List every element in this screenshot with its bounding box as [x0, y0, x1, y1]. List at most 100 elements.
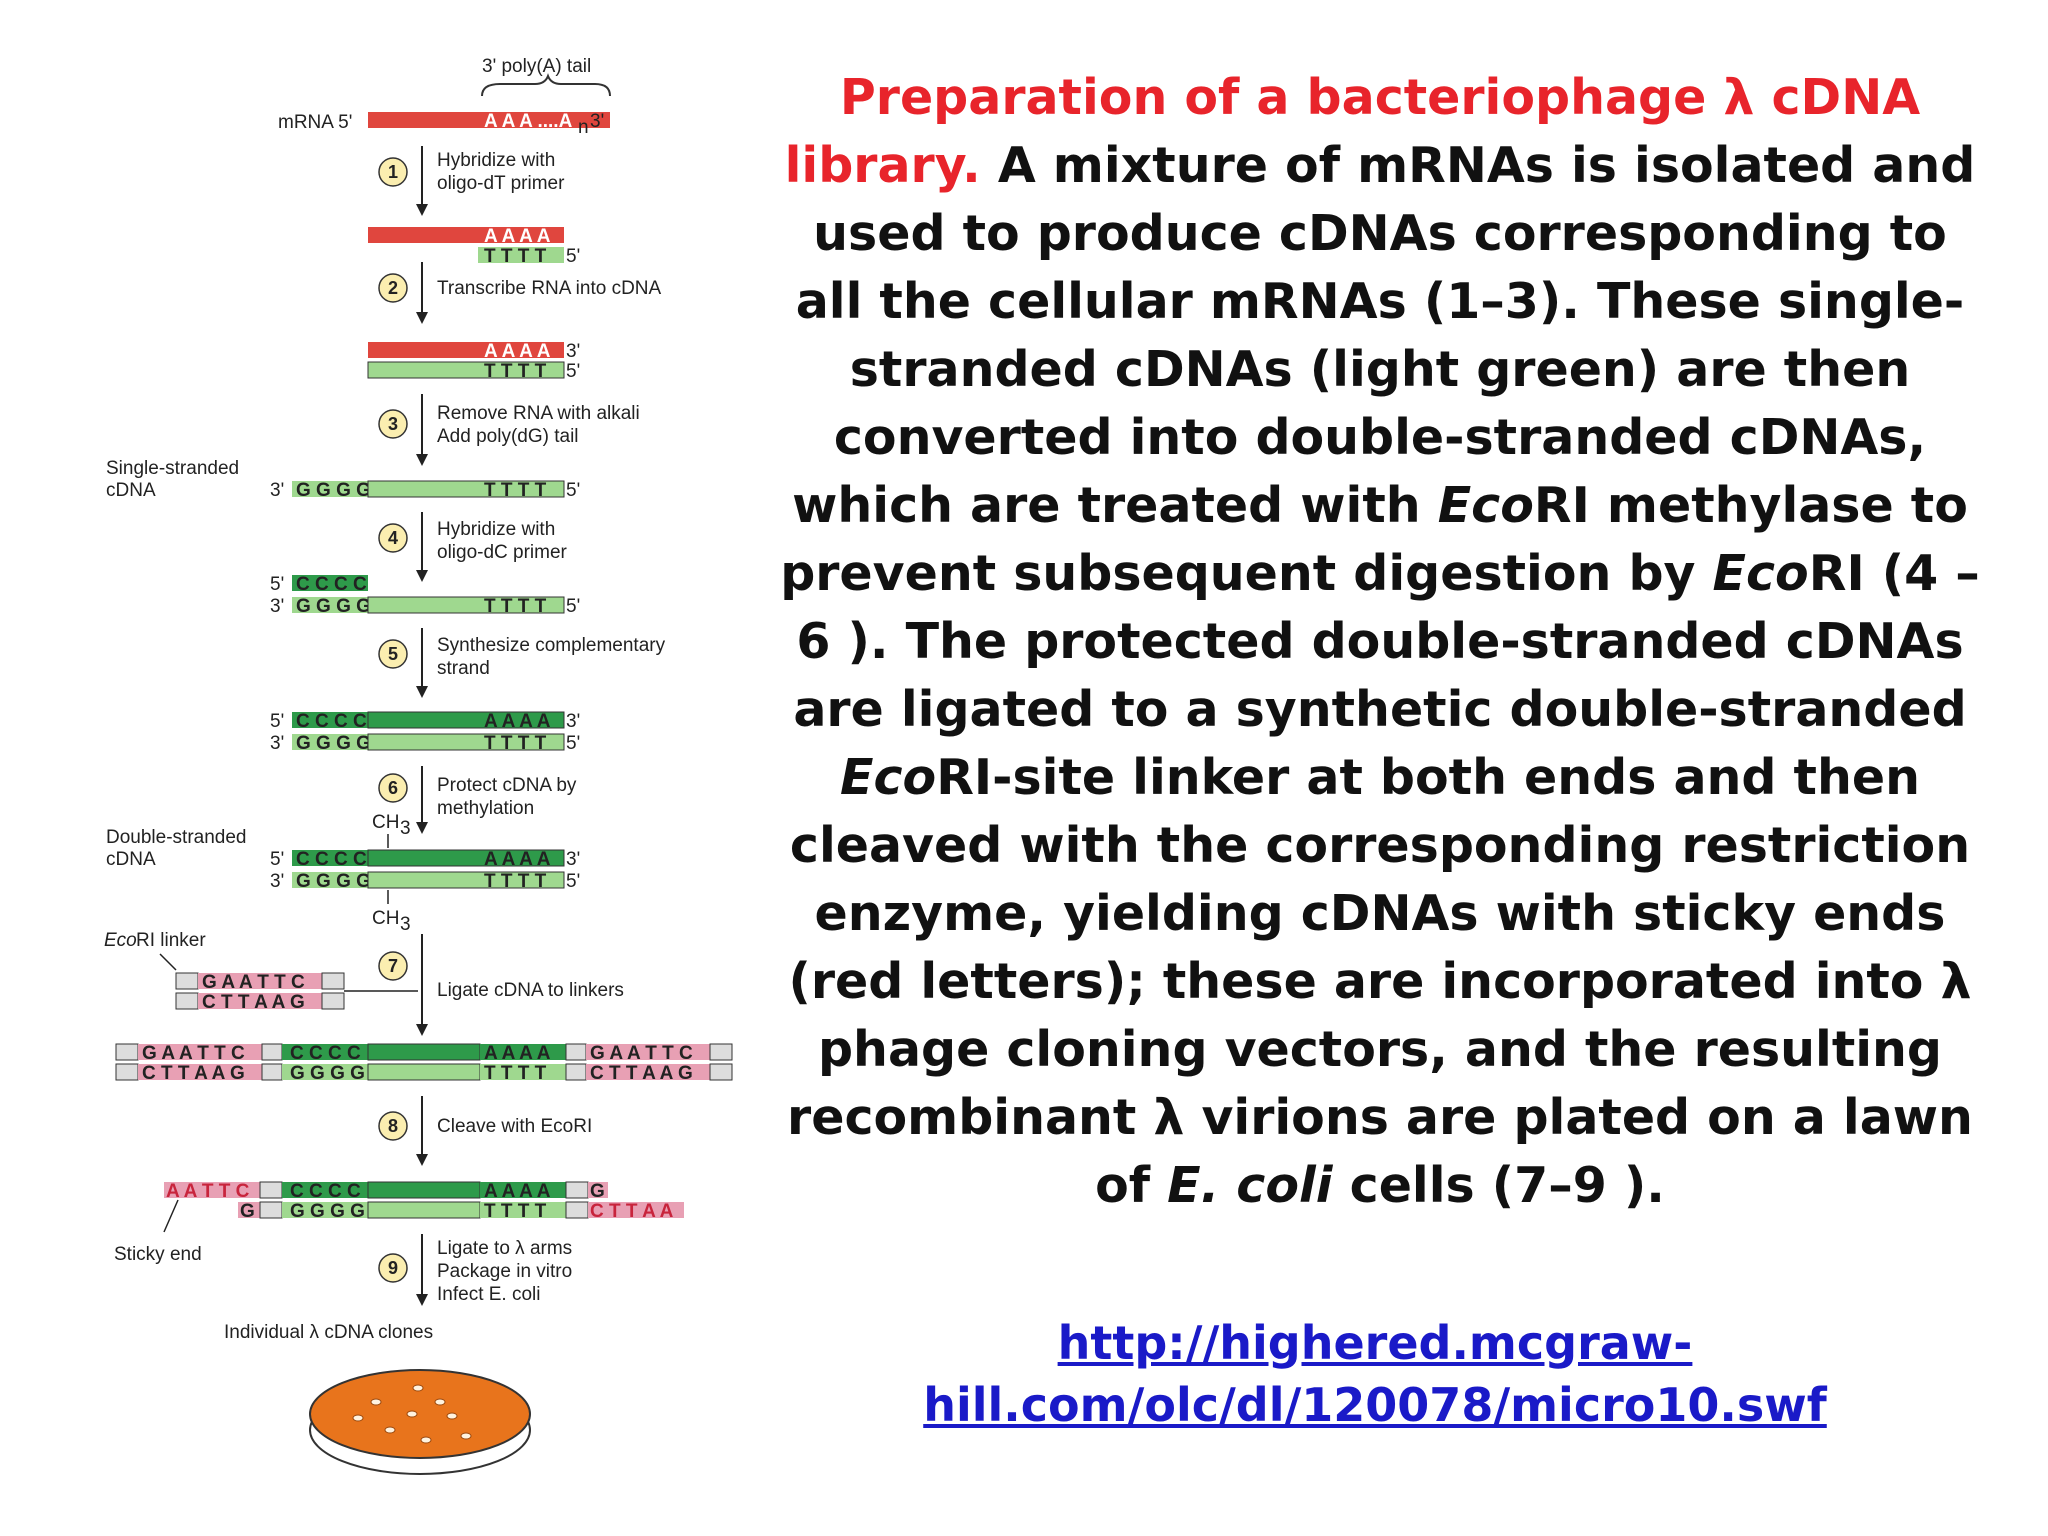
single-stranded-label-2: cDNA — [106, 480, 156, 501]
svg-text:G G G G: G G G G — [296, 871, 371, 892]
step-1-number: 1 — [388, 162, 398, 182]
complementary-strand — [367, 711, 565, 729]
svg-text:7: 7 — [388, 956, 398, 976]
svg-text:C T T A A G: C T T A A G — [590, 1063, 693, 1084]
caption-eco-1: Eco — [1437, 477, 1534, 534]
svg-text:C C C C: C C C C — [290, 1043, 361, 1064]
svg-text:3': 3' — [566, 849, 580, 870]
svg-text:3': 3' — [270, 480, 284, 501]
mrna-strand-2 — [368, 227, 564, 243]
svg-text:T T T T: T T T T — [484, 246, 547, 267]
step-1-line-1: Hybridize with — [437, 150, 555, 171]
caption-text-2: RI methylase to prevent subsequent diges… — [780, 477, 1968, 602]
svg-text:5': 5' — [566, 596, 580, 617]
svg-text:T T T T: T T T T — [484, 1063, 547, 1084]
svg-text:G: G — [240, 1201, 255, 1222]
svg-text:2: 2 — [388, 278, 398, 298]
linker-bottom — [198, 993, 322, 1009]
svg-text:3': 3' — [566, 341, 580, 362]
ecori-linker-label-rest: RI linker — [136, 930, 206, 951]
mrna-3prime: 3' — [590, 111, 604, 132]
svg-text:5': 5' — [566, 871, 580, 892]
step-2-circle — [378, 273, 408, 303]
petri-dish-lawn — [309, 1369, 531, 1459]
step-5-circle — [378, 639, 408, 669]
svg-text:A A A A: A A A A — [484, 1043, 551, 1064]
mrna-strand — [368, 112, 610, 128]
svg-text:3': 3' — [566, 711, 580, 732]
double-stranded-label-2: cDNA — [106, 849, 156, 870]
svg-text:3': 3' — [270, 733, 284, 754]
step-9-line-1: Ligate to λ arms — [437, 1238, 572, 1259]
svg-text:4: 4 — [388, 528, 398, 548]
svg-text:C C C C: C C C C — [296, 574, 367, 595]
svg-text:T T T T: T T T T — [484, 480, 547, 501]
svg-text:C T T A A G: C T T A A G — [202, 992, 305, 1013]
svg-text:C C C C: C C C C — [296, 849, 367, 870]
svg-text:A A A A: A A A A — [484, 849, 551, 870]
svg-text:T T T T: T T T T — [484, 1201, 547, 1222]
svg-text:T T T T: T T T T — [484, 871, 547, 892]
caption-text-5: cells (7–9 ). — [1332, 1157, 1665, 1214]
svg-text:G G G G: G G G G — [290, 1201, 365, 1222]
poly-a-seq: A A A ....A — [484, 111, 573, 132]
svg-text:9: 9 — [388, 1258, 398, 1278]
caption-title: Preparation of a bacteriophage λ cDNA li… — [784, 69, 1921, 194]
svg-text:A A A A: A A A A — [484, 1181, 551, 1202]
ch3-top: CH — [372, 812, 399, 833]
caption-text-4: RI-site linker at both ends and then cle… — [787, 749, 1973, 1214]
svg-text:6: 6 — [388, 778, 398, 798]
svg-text:5': 5' — [566, 480, 580, 501]
svg-text:3: 3 — [400, 914, 411, 935]
svg-text:G: G — [590, 1181, 605, 1202]
oligo-dc-primer — [292, 575, 368, 591]
step-3-circle — [378, 409, 408, 439]
step-4-line-1: Hybridize with — [437, 519, 555, 540]
clones-label: Individual λ cDNA clones — [224, 1322, 433, 1343]
step-3-line-1: Remove RNA with alkali — [437, 403, 640, 424]
figure-caption: Preparation of a bacteriophage λ cDNA li… — [780, 64, 1980, 1220]
step-4-line-2: oligo-dC primer — [437, 542, 568, 563]
svg-text:C C C C: C C C C — [296, 711, 367, 732]
step-2-line-1: Transcribe RNA into cDNA — [437, 278, 662, 299]
double-stranded-label-1: Double-stranded — [106, 827, 246, 848]
ecori-linker-label-eco: Eco — [104, 930, 137, 951]
svg-text:3: 3 — [388, 414, 398, 434]
svg-text:C C C C: C C C C — [290, 1181, 361, 1202]
step-4-circle — [378, 523, 408, 553]
step-6-circle — [378, 773, 408, 803]
oligo-dt-primer — [478, 247, 564, 263]
svg-text:5': 5' — [270, 711, 284, 732]
step-6-line-2: methylation — [437, 798, 534, 819]
plaques — [352, 1384, 472, 1444]
svg-text:G G G G: G G G G — [296, 733, 371, 754]
sticky-left-top: A A T T C — [166, 1181, 250, 1202]
svg-text:T T T T: T T T T — [484, 596, 547, 617]
svg-text:3': 3' — [270, 871, 284, 892]
linker-top — [198, 973, 322, 989]
svg-text:5': 5' — [270, 849, 284, 870]
step-7-circle — [378, 951, 408, 981]
step-6-line-1: Protect cDNA by — [437, 775, 577, 796]
step-9-circle — [378, 1253, 408, 1283]
cdna-library-diagram: 3' poly(A) tail mRNA 5' A A A ....A n 3'… — [104, 56, 733, 1475]
source-link[interactable]: http://highered.mcgraw-hill.com/olc/dl/1… — [923, 1316, 1827, 1432]
caption-eco-3: Eco — [840, 749, 937, 806]
svg-text:G A A T T C: G A A T T C — [202, 972, 305, 993]
sticky-end-label: Sticky end — [114, 1244, 202, 1265]
step-1-circle — [378, 157, 408, 187]
svg-text:5': 5' — [270, 574, 284, 595]
ch3-bottom: CH — [372, 908, 399, 929]
svg-text:T T T T: T T T T — [484, 361, 547, 382]
poly-a-subscript: n — [578, 117, 589, 138]
cdna-strand — [367, 361, 565, 379]
single-stranded-label-1: Single-stranded — [106, 458, 239, 479]
poly-a-brace — [481, 73, 611, 97]
step-8-line-1: Cleave with EcoRI — [437, 1116, 592, 1137]
caption-ecoli: E. coli — [1167, 1157, 1333, 1214]
sticky-right-bottom: C T T A A — [590, 1201, 674, 1222]
svg-text:5': 5' — [566, 361, 580, 382]
svg-text:A A A A: A A A A — [484, 341, 551, 362]
step-5-line-1: Synthesize complementary — [437, 635, 666, 656]
svg-text:5': 5' — [566, 246, 580, 267]
